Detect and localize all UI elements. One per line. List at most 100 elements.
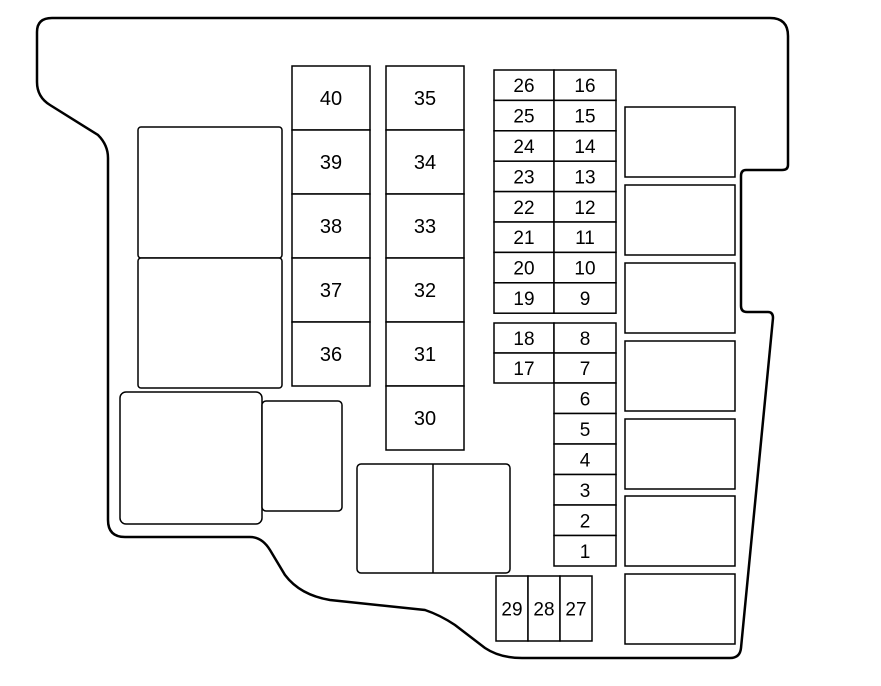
relay-right-6 [624,495,736,567]
fuse-slot [493,322,555,354]
fuse-20: 20 [493,251,555,284]
relay-right-3 [624,262,736,334]
fuse-slot [553,504,617,537]
relay-right-4 [624,340,736,412]
relay-column-right [624,106,736,645]
fuse-slot [291,65,371,131]
fuse-slot [493,69,555,102]
fuse-40: 40 [291,65,371,131]
fuse-12: 12 [553,190,617,223]
fuse-27: 27 [559,575,593,642]
fuse-10: 10 [553,251,617,284]
fuse-slot [553,190,617,223]
fuse-37: 37 [291,257,371,323]
fuse-label: 34 [414,152,436,174]
fuse-slot [553,130,617,162]
relay-right-5 [624,418,736,490]
fuse-9: 9 [553,282,617,314]
fuse-slot [553,160,617,193]
fuse-label: 17 [513,359,534,380]
fuse-label: 37 [320,280,342,302]
fuse-13: 13 [553,160,617,193]
fuse-label: 31 [414,344,436,366]
fuse-15: 15 [553,99,617,132]
fuse-slot [385,385,465,451]
fuse-slot [493,251,555,284]
fuse-30: 30 [385,385,465,451]
fuse-label: 15 [574,107,595,128]
fuse-3: 3 [553,473,617,506]
fuse-7: 7 [553,352,617,384]
fuse-17: 17 [493,352,555,384]
fuse-31: 31 [385,321,465,387]
fuse-slot [291,321,371,387]
fuse-24: 24 [493,130,555,162]
fuse-label: 18 [513,329,534,350]
fuse-label: 11 [575,228,595,249]
fuse-label: 7 [580,359,591,380]
fuse-label: 10 [574,259,595,280]
fuse-label: 24 [513,137,535,158]
fuse-label: 26 [513,76,534,97]
fuse-label: 39 [320,152,342,174]
fuse-slot [385,65,465,131]
fuse-label: 8 [580,329,591,350]
fuse-label: 20 [513,259,534,280]
fuse-label: 3 [580,481,591,502]
fuse-4: 4 [553,443,617,476]
fuse-slot [495,575,529,642]
fuse-label: 4 [580,450,591,471]
fuse-slot [553,282,617,314]
fuse-36: 36 [291,321,371,387]
fuse-19: 19 [493,282,555,314]
fuse-18: 18 [493,322,555,354]
fuse-slot [385,129,465,195]
fuse-slot [291,257,371,323]
fuse-22: 22 [493,190,555,223]
fuse-slot [493,130,555,162]
fuse-label: 23 [513,167,534,188]
fuse-33: 33 [385,193,465,259]
fuse-slot [291,193,371,259]
fuse-label: 2 [580,511,591,532]
fuse-label: 14 [574,137,596,158]
fuse-label: 13 [574,167,595,188]
fuse-label: 29 [501,600,522,621]
fuse-slot [553,443,617,476]
fuse-2: 2 [553,504,617,537]
relay-right-2 [624,184,736,256]
fuse-label: 19 [513,289,534,310]
fuse-slot [385,193,465,259]
fuse-34: 34 [385,129,465,195]
fuse-23: 23 [493,160,555,193]
fuse-35: 35 [385,65,465,131]
fuse-label: 28 [533,600,554,621]
fuse-slot [553,534,617,567]
fuse-slot [493,99,555,132]
fuse-29: 29 [495,575,529,642]
fuse-38: 38 [291,193,371,259]
fuse-1: 1 [553,534,617,567]
fuse-label: 38 [320,216,342,238]
mini-fuse-pair-grid: 18 17 8 7 [493,322,617,384]
relay-block-upper-left [137,126,283,259]
fuse-39: 39 [291,129,371,195]
fuse-14: 14 [553,130,617,162]
fuse-label: 21 [513,228,534,249]
fuse-label: 32 [414,280,436,302]
relay-block-small [261,400,343,512]
fuse-slot [493,160,555,193]
fuse-label: 36 [320,344,342,366]
fuse-slot [385,257,465,323]
fuse-label: 25 [513,107,534,128]
fuse-label: 9 [580,289,591,310]
fuse-slot [527,575,561,642]
fuse-slot [553,69,617,102]
fuse-slot [553,322,617,354]
fuse-8: 8 [553,322,617,354]
fuse-11: 11 [553,221,617,254]
